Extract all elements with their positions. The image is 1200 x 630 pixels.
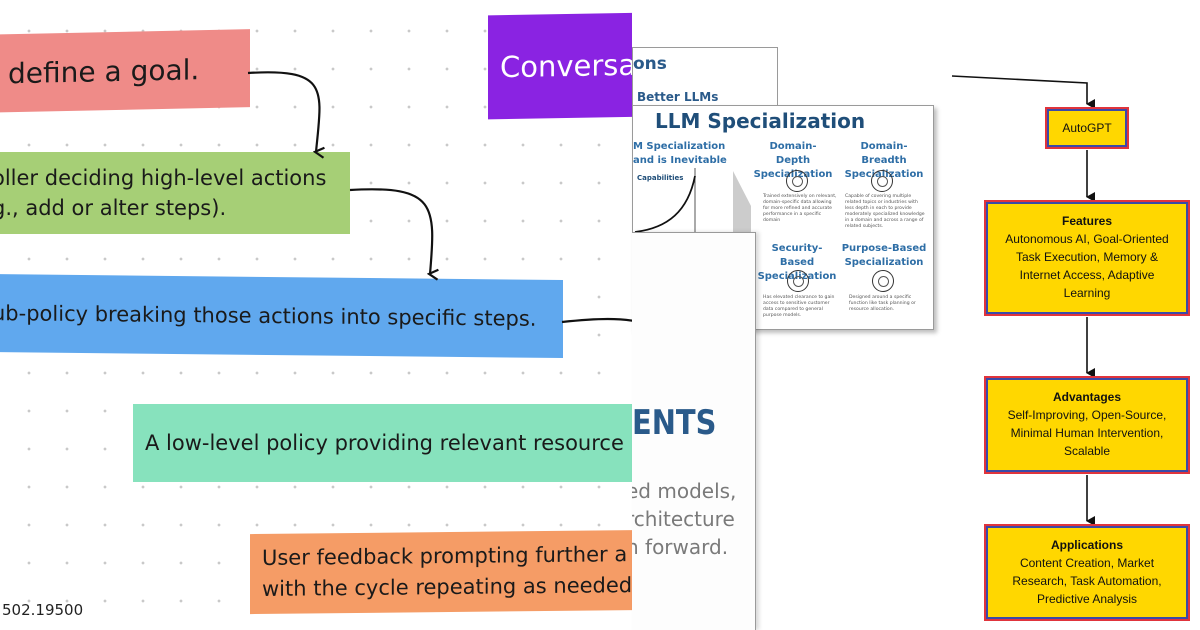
reference-id: 502.19500: [2, 601, 84, 619]
domain-depth-icon: [786, 170, 808, 192]
card-domain-breadth-desc: Capable of covering multiple related top…: [845, 194, 925, 229]
advantages-line: Scalable: [1063, 444, 1111, 458]
advantages-line: Minimal Human Intervention,: [1010, 426, 1164, 440]
features-line: Task Execution, Memory &: [1015, 250, 1159, 264]
back-slide-subtitle: Better LLMs: [637, 90, 719, 104]
incoming-connector: [951, 75, 1095, 109]
applications-line: Predictive Analysis: [1036, 592, 1138, 606]
purpose-icon: [872, 270, 894, 292]
features-line: Learning: [1063, 286, 1111, 300]
card-heading-line2: Specialization: [844, 257, 924, 268]
advantages-node: Advantages Self-Improving, Open-Source, …: [984, 376, 1190, 474]
card-purpose-heading: Purpose-Based Specialization: [841, 242, 927, 270]
advantages-heading: Advantages: [1052, 390, 1122, 404]
front-slide-line1: ed models,: [632, 479, 737, 503]
features-node: Features Autonomous AI, Goal-Oriented Ta…: [984, 200, 1190, 316]
advantages-body: Self-Improving, Open-Source, Minimal Hum…: [986, 406, 1188, 460]
features-heading: Features: [1061, 214, 1113, 228]
capabilities-curve: [634, 168, 751, 234]
front-slide-line2: rchitecture: [632, 507, 735, 531]
card-heading-line1: Purpose-Based: [841, 243, 927, 254]
features-line: Internet Access, Adaptive: [1019, 268, 1155, 282]
low-level-policy-note-text: A low-level policy providing relevant re…: [145, 431, 624, 455]
domain-breadth-icon: [871, 170, 893, 192]
specialization-slide-title: LLM Specialization: [655, 109, 866, 133]
applications-node: Applications Content Creation, Market Re…: [984, 524, 1190, 621]
controller-note-line1: oller deciding high-level actions: [0, 166, 327, 190]
goal-to-controller-arrow: [247, 71, 319, 152]
security-icon: [787, 270, 809, 292]
card-purpose-desc: Designed around a specific function like…: [849, 295, 916, 312]
autogpt-node-label: AutoGPT: [1062, 121, 1112, 135]
advantages-line: Self-Improving, Open-Source,: [1007, 408, 1167, 422]
card-domain-depth-desc: Trained extensively on relevant, domain-…: [763, 194, 837, 223]
card-heading-line1: Domain-Breadth: [860, 141, 908, 166]
low-level-policy-note: A low-level policy providing relevant re…: [133, 404, 632, 482]
capabilities-label: Capabilities: [637, 174, 684, 182]
applications-heading: Applications: [1050, 538, 1123, 552]
card-security-desc: Has elevated clearance to gain access to…: [763, 295, 835, 318]
left-heading-line2: and is Inevitable: [633, 155, 727, 166]
whiteboard-panel: define a goal. oller deciding high-level…: [0, 0, 632, 630]
card-heading-line1: Domain-Depth: [769, 141, 817, 166]
left-heading-line1: M Specialization: [633, 141, 726, 152]
back-slide-title: ons: [633, 54, 667, 74]
applications-body: Content Creation, Market Research, Task …: [986, 554, 1188, 608]
applications-line: Content Creation, Market: [1019, 556, 1155, 570]
card-heading-line1: Security-Based: [771, 243, 823, 268]
whiteboard-connectors: [247, 71, 632, 324]
subpolicy-to-lowlevel-connector: [561, 317, 632, 324]
features-body: Autonomous AI, Goal-Oriented Task Execut…: [986, 230, 1188, 302]
controller-note: oller deciding high-level actions g., ad…: [0, 152, 350, 234]
front-slide: ENTS ed models, rchitecture n forward.: [632, 232, 756, 630]
controller-note-line2: g., add or alter steps).: [0, 196, 227, 220]
specialization-slide: LLM Specialization M Specialization and …: [632, 105, 934, 330]
left-heading: M Specialization and is Inevitable: [633, 140, 727, 168]
front-slide-heading: ENTS: [632, 403, 717, 443]
front-slide-line3: n forward.: [632, 535, 729, 559]
autogpt-node: AutoGPT: [1045, 107, 1129, 149]
features-line: Autonomous AI, Goal-Oriented: [1005, 232, 1169, 246]
applications-line: Research, Task Automation,: [1012, 574, 1162, 588]
controller-to-subpolicy-arrow: [349, 188, 432, 274]
